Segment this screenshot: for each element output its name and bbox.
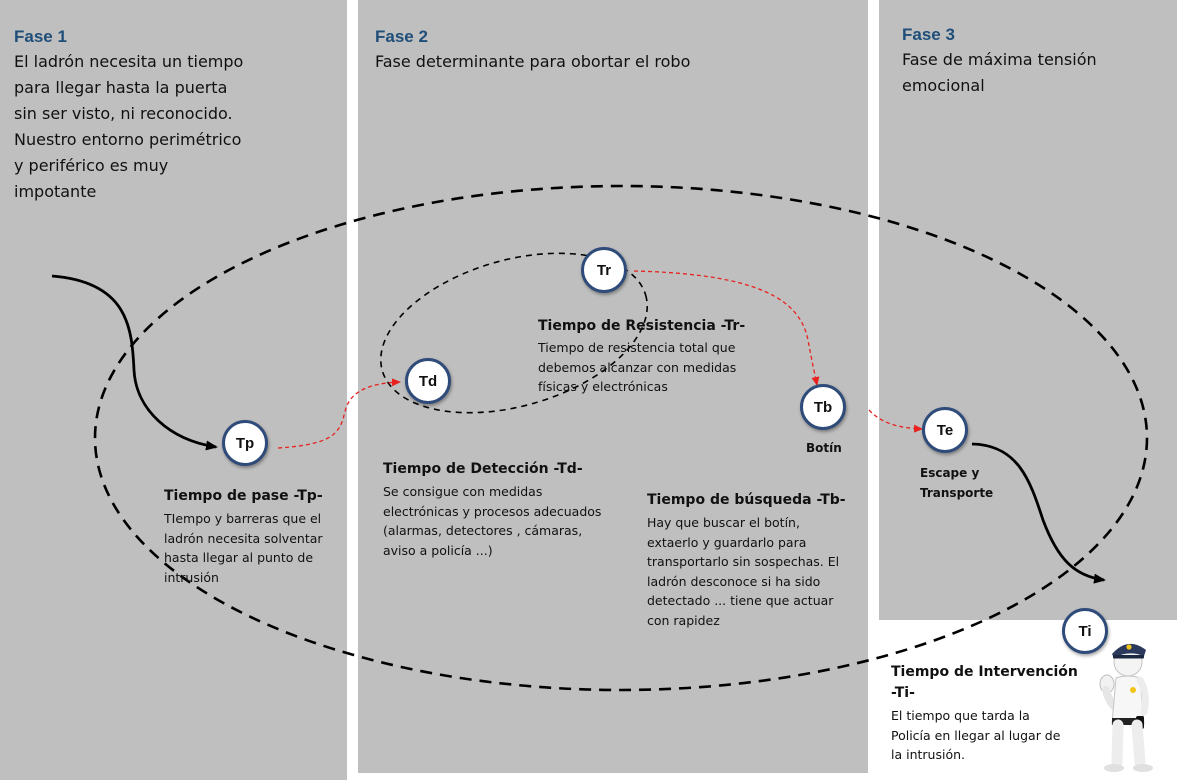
- node-ti: Ti: [1062, 608, 1108, 654]
- tb-to-te-arrow: [868, 409, 923, 433]
- ti-title: Tiempo de Intervención-Ti-: [891, 664, 1078, 701]
- phase-2-text: Fase determinante para obortar el robo: [375, 52, 691, 71]
- tb-description: Hay que buscar el botín,extaerlo y guard…: [647, 515, 840, 628]
- node-tr: Tr: [581, 247, 627, 293]
- node-tp: Tp: [222, 420, 268, 466]
- entry-arrow: [51, 274, 218, 451]
- tp-title: Tiempo de pase -Tp-: [164, 488, 323, 504]
- node-te: Te: [922, 407, 968, 453]
- police-officer-icon: [1099, 643, 1153, 772]
- td-title: Tiempo de Detección -Td-: [383, 461, 583, 477]
- outer-dashed-ellipse: [93, 184, 1149, 692]
- tb-title: Tiempo de búsqueda -Tb-: [647, 492, 846, 508]
- phase-3-panel: [879, 0, 1177, 620]
- tr-title: Tiempo de Resistencia -Tr-: [538, 318, 746, 334]
- node-td: Td: [405, 358, 451, 404]
- phase-1-title: Fase 1: [14, 27, 67, 46]
- node-tb: Tb: [800, 384, 846, 430]
- botin-label: Botín: [806, 441, 842, 455]
- phase-3-title: Fase 3: [902, 25, 955, 44]
- tp-to-td-arrow: [277, 378, 401, 449]
- inner-dashed-ellipse: [379, 252, 649, 414]
- phase-2-title: Fase 2: [375, 27, 428, 46]
- exit-arrow: [971, 442, 1106, 584]
- phase-1-panel: [0, 0, 347, 780]
